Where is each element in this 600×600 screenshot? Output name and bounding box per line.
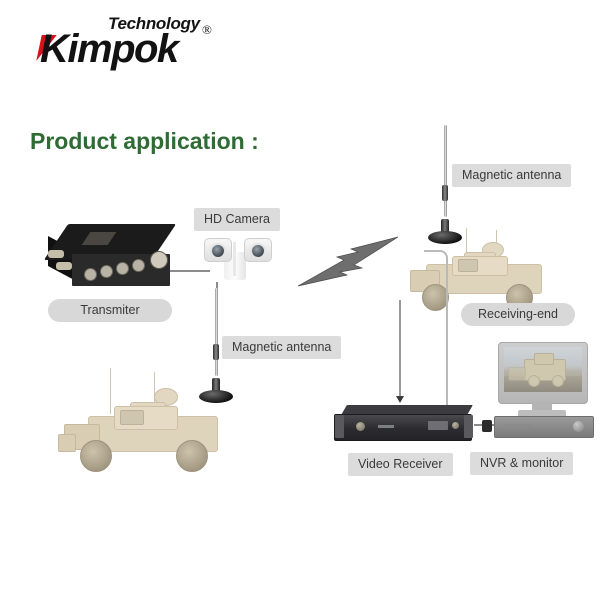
label-magnetic-antenna-right: Magnetic antenna	[452, 164, 572, 187]
vehicle-sensor-dome	[154, 388, 178, 406]
label-receiving-end: Receiving-end	[461, 303, 575, 326]
wireless-link-icon	[296, 236, 400, 288]
connector-receiver-downlink	[399, 300, 401, 398]
vehicle-windshield	[120, 410, 144, 425]
label-hd-camera: HD Camera	[194, 208, 280, 231]
registered-trademark-icon: ®	[202, 22, 212, 37]
vehicle-windshield	[458, 259, 478, 272]
magnetic-antenna-receive	[425, 125, 465, 260]
camera-lens-left	[210, 243, 226, 259]
antenna-magnetic-base	[199, 390, 233, 403]
label-magnetic-antenna-left: Magnetic antenna	[222, 336, 342, 359]
transmit-vehicle	[58, 368, 238, 473]
magnetic-antenna-transmit	[196, 288, 236, 418]
label-nvr-monitor: NVR & monitor	[470, 452, 574, 475]
monitor-stand-neck	[532, 402, 552, 411]
hd-camera-device	[198, 238, 274, 282]
arrow-down-icon	[396, 396, 404, 403]
brand-tagline: Technology	[108, 14, 200, 33]
screen-background-vehicle	[508, 367, 526, 381]
transmitter-antenna-port-2	[56, 262, 72, 270]
screen-vehicle-cab	[534, 353, 554, 365]
antenna-loading-coil	[213, 344, 219, 360]
monitor-bezel	[498, 342, 588, 404]
receiver-display	[428, 421, 448, 430]
antenna-whip	[443, 125, 447, 217]
connector-transmitter-to-camera	[152, 270, 210, 272]
transmitter-connector-2	[100, 265, 113, 278]
receiver-power-button	[356, 422, 365, 431]
cable-antenna-to-video-receiver	[424, 250, 448, 410]
antenna-magnetic-base	[428, 231, 462, 244]
camera-center-column	[233, 242, 236, 276]
receiver-front-panel	[334, 414, 472, 441]
antenna-neck	[212, 378, 220, 392]
receiver-rack-ear-right	[464, 415, 473, 438]
transmitter-power-knob	[150, 251, 168, 269]
vehicle-bumper	[58, 434, 76, 452]
label-video-receiver: Video Receiver	[348, 453, 453, 476]
transmitter-antenna-port-1	[48, 250, 64, 258]
antenna-loading-coil	[442, 185, 448, 201]
nvr-power-knob	[573, 421, 584, 432]
receiver-indicator-led	[452, 422, 459, 429]
monitor-stand-base	[518, 410, 566, 417]
receiving-vehicle	[408, 228, 568, 314]
receiver-rack-ear-left	[335, 415, 344, 438]
nvr-and-monitor	[482, 342, 596, 442]
label-transmitter: Transmiter	[48, 299, 172, 322]
monitor-screen	[504, 347, 582, 392]
vehicle-whip-antenna-1	[466, 228, 467, 262]
vehicle-wheel-front	[422, 284, 449, 311]
lightning-bolt-icon	[297, 236, 399, 287]
transmitter-connector-3	[116, 262, 129, 275]
nvr-front-detail	[504, 424, 530, 426]
nvr-input-plug	[482, 420, 492, 432]
screen-vehicle-wheel-front	[528, 375, 540, 387]
transmitter-connector-4	[132, 259, 145, 272]
antenna-whip	[214, 288, 218, 376]
transmitter-device	[42, 218, 182, 298]
page-title: Product application :	[30, 128, 259, 154]
brand-name: Kimpok	[40, 27, 179, 71]
antenna-neck	[441, 219, 449, 233]
vehicle-wheel-rear	[176, 440, 208, 472]
nvr-chassis	[494, 416, 594, 438]
screen-vehicle-wheel-rear	[552, 375, 564, 387]
video-receiver-device	[334, 405, 474, 449]
transmitter-connector-1	[84, 268, 97, 281]
vehicle-whip-antenna-1	[110, 368, 111, 414]
receiver-brand-text	[378, 425, 394, 428]
brand-logo: Technology Kimpok ®	[30, 14, 240, 76]
vehicle-wheel-front	[80, 440, 112, 472]
camera-lens-right	[250, 243, 266, 259]
